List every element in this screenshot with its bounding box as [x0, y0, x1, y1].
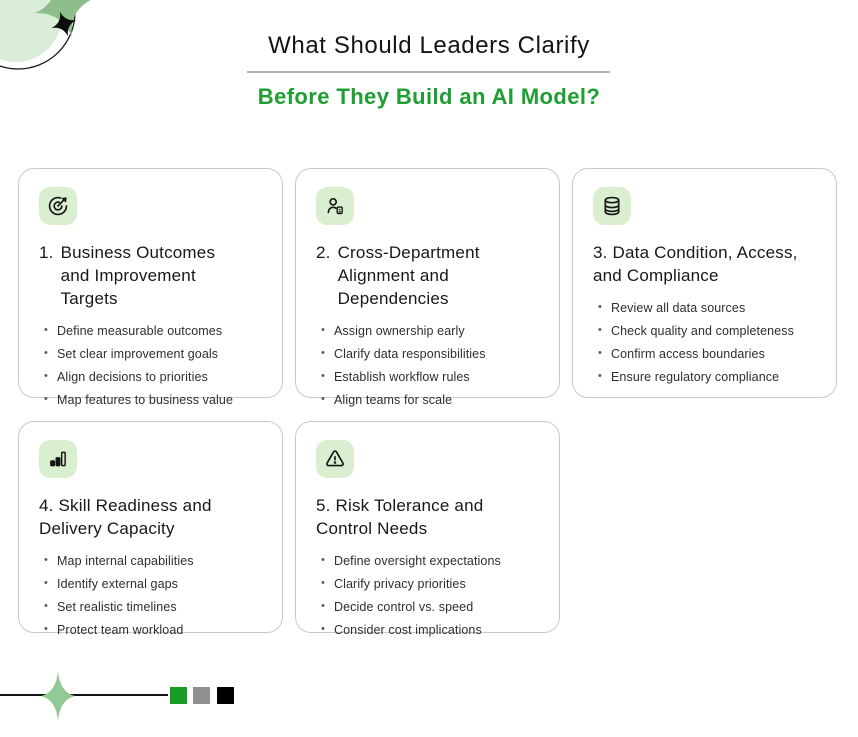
icon-tile [316, 187, 354, 225]
footer-square-gray [193, 687, 210, 704]
bullet-item: Clarify privacy priorities [321, 577, 539, 591]
card-number: 2. [316, 243, 331, 262]
icon-tile [316, 440, 354, 478]
card-title-text: Risk Tolerance and Control Needs [316, 496, 484, 539]
bullet-item: Set clear improvement goals [44, 347, 262, 361]
bullet-list: Define measurable outcomes Set clear imp… [39, 324, 262, 407]
card-title: 3. Data Condition, Access, and Complianc… [593, 241, 816, 287]
bullet-item: Map internal capabilities [44, 554, 262, 568]
icon-tile [39, 187, 77, 225]
bullet-item: Check quality and completeness [598, 324, 816, 338]
warning-triangle-icon [324, 448, 346, 470]
footer-square-green [170, 687, 187, 704]
bullet-item: Map features to business value [44, 393, 262, 407]
card-cross-department: 2. Cross-Department Alignment and Depend… [295, 168, 560, 407]
footer-line [0, 694, 168, 697]
bullet-item: Identify external gaps [44, 577, 262, 591]
page-subtitle: Before They Build an AI Model? [257, 84, 601, 109]
card-title: 4. Skill Readiness and Delivery Capacity [39, 494, 239, 540]
bullet-item: Protect team workload [44, 623, 262, 637]
card-number: 5. [316, 496, 331, 515]
card-risk-tolerance: 5. Risk Tolerance and Control Needs Defi… [295, 421, 560, 637]
bullet-item: Decide control vs. speed [321, 600, 539, 614]
icon-tile [39, 440, 77, 478]
bullet-item: Set realistic timelines [44, 600, 262, 614]
card-number: 4. [39, 496, 54, 515]
database-icon [601, 195, 623, 217]
user-badge-icon [324, 195, 346, 217]
bullet-item: Define oversight expectations [321, 554, 539, 568]
bullet-item: Review all data sources [598, 301, 816, 315]
card-title-text: Business Outcomes and Improvement Target… [60, 243, 216, 309]
bullet-item: Confirm access boundaries [598, 347, 816, 361]
card-business-outcomes: 1. Business Outcomes and Improvement Tar… [18, 168, 283, 407]
card-title: 2. Cross-Department Alignment and Depend… [316, 241, 539, 310]
bullet-item: Align teams for scale [321, 393, 539, 407]
title-divider [247, 71, 610, 73]
bullet-list: Assign ownership early Clarify data resp… [316, 324, 539, 407]
target-arrow-icon [47, 195, 69, 217]
bullet-item: Assign ownership early [321, 324, 539, 338]
card-title-text: Cross-Department Alignment and Dependenc… [337, 243, 480, 309]
bullet-item: Establish workflow rules [321, 370, 539, 384]
bullet-item: Define measurable outcomes [44, 324, 262, 338]
bar-chart-icon [47, 448, 69, 470]
card-data-condition: 3. Data Condition, Access, and Complianc… [572, 168, 837, 398]
card-skill-readiness: 4. Skill Readiness and Delivery Capacity… [18, 421, 283, 637]
page-title: What Should Leaders Clarify [268, 32, 590, 59]
card-title-text: Skill Readiness and Delivery Capacity [39, 496, 212, 539]
bullet-list: Map internal capabilities Identify exter… [39, 554, 262, 637]
bullet-list: Review all data sources Check quality an… [593, 301, 816, 384]
card-number: 1. [39, 243, 54, 262]
footer-sparkle-icon [41, 671, 75, 721]
bullet-item: Consider cost implications [321, 623, 539, 637]
bullet-item: Align decisions to priorities [44, 370, 262, 384]
decorative-circle-sparkle [0, 0, 94, 70]
icon-tile [593, 187, 631, 225]
card-title-text: Data Condition, Access, and Compliance [593, 243, 798, 286]
bullet-item: Clarify data responsibilities [321, 347, 539, 361]
card-title: 1. Business Outcomes and Improvement Tar… [39, 241, 262, 310]
footer-square-black [217, 687, 234, 704]
bullet-list: Define oversight expectations Clarify pr… [316, 554, 539, 637]
card-title: 5. Risk Tolerance and Control Needs [316, 494, 508, 540]
bullet-item: Ensure regulatory compliance [598, 370, 816, 384]
card-number: 3. [593, 243, 608, 262]
